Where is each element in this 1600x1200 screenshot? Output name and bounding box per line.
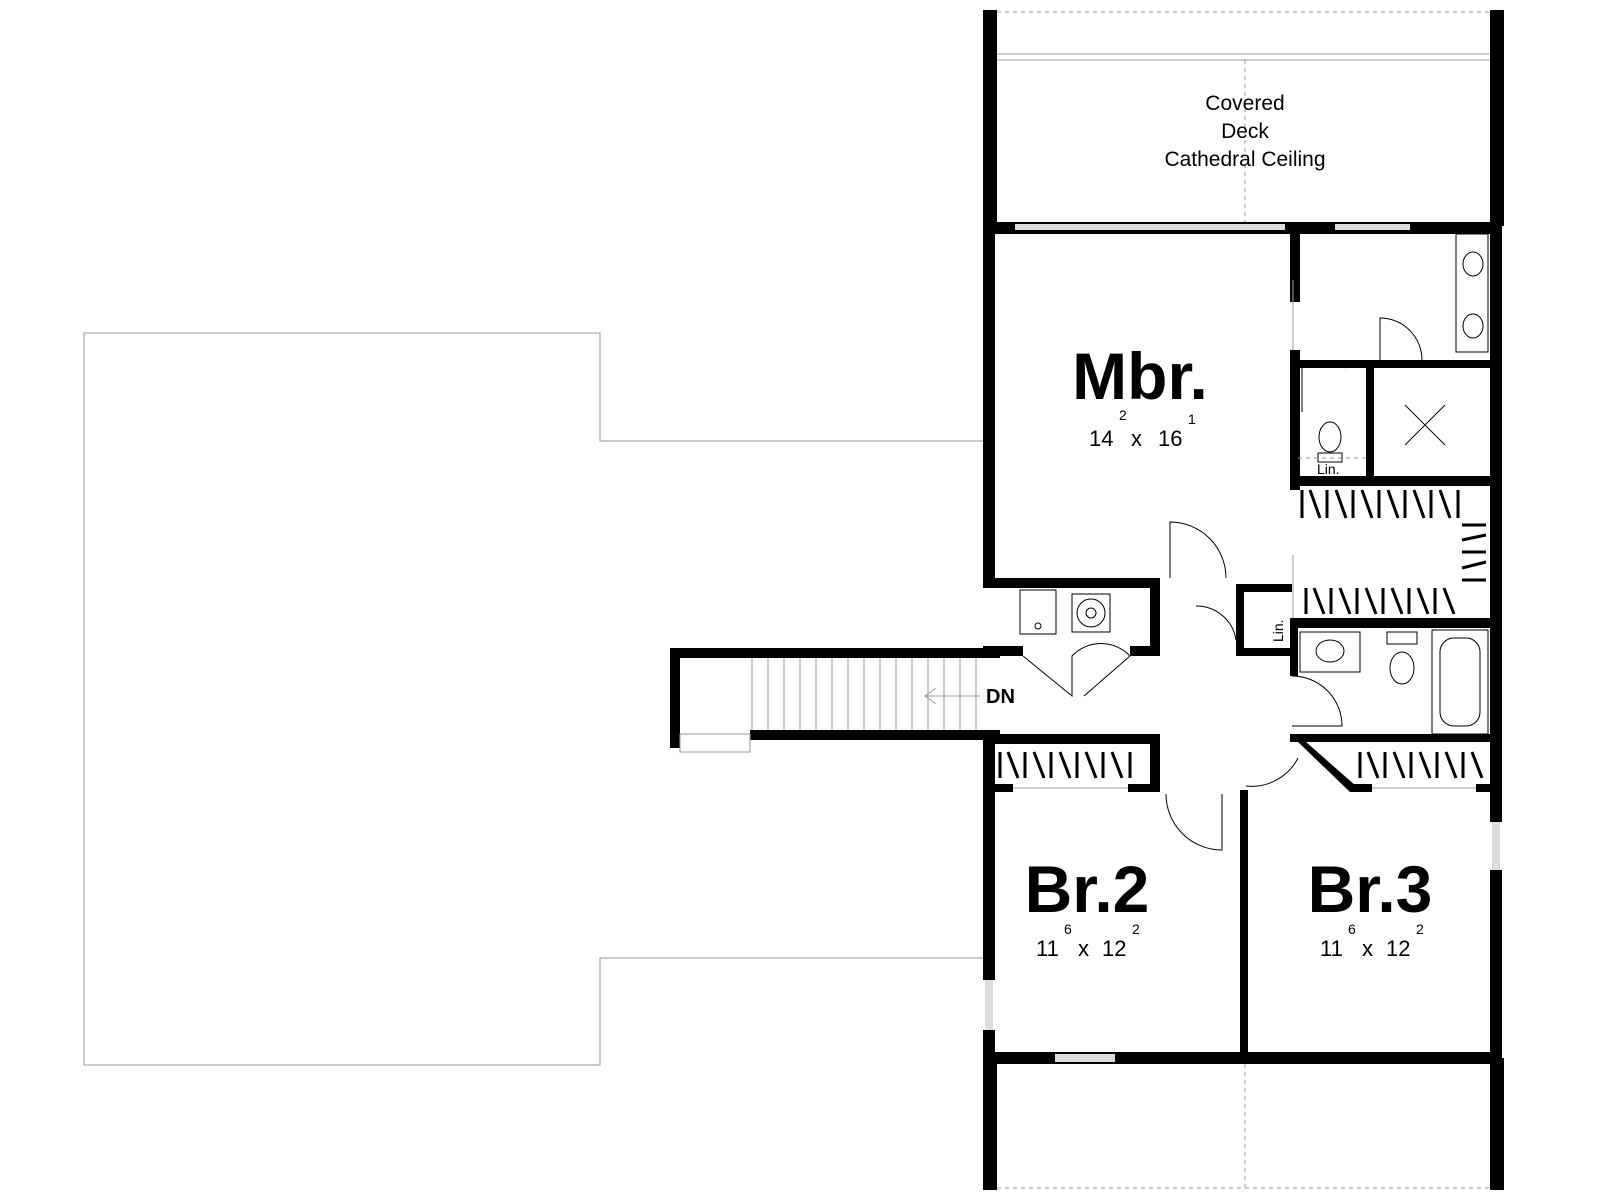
south-window	[1055, 1054, 1115, 1062]
br3-x: x	[1362, 936, 1373, 961]
mbr-closet-bottom-wall	[1290, 618, 1490, 628]
br3-name: Br.3	[1308, 852, 1433, 926]
br3-closet-bottom-l	[1350, 784, 1372, 792]
sink-icon	[1462, 251, 1484, 277]
br2-closet-bottom-l	[983, 784, 1013, 792]
stair-wall-bottom	[750, 730, 1000, 740]
br3-width: 11	[1320, 936, 1343, 961]
br2-closet-right-wall	[1150, 734, 1160, 790]
br3-closet-bottom-r	[1476, 784, 1490, 792]
br2-closet-top-wall	[983, 734, 1158, 744]
sink-icon	[1462, 313, 1484, 339]
br2-closet-hangers	[998, 751, 1132, 779]
laundry-top-wall	[983, 578, 1158, 588]
hall-lin-wall	[1236, 584, 1244, 656]
br3-window	[1492, 822, 1500, 870]
br2-width-inches: 6	[1064, 921, 1072, 937]
shower-wall-v	[1366, 360, 1374, 480]
north-window	[1015, 224, 1285, 230]
east-wall-lower	[1490, 870, 1502, 1058]
lower-roof-outline	[83, 332, 985, 1066]
stair-wall-top	[670, 648, 1000, 658]
br2-width: 11	[1036, 936, 1059, 961]
dryer-drum-icon	[1076, 598, 1106, 628]
br2-length: 12	[1102, 936, 1126, 961]
deck-left-post	[983, 10, 997, 226]
br2-length-inches: 2	[1132, 921, 1140, 937]
mbr-width: 14	[1089, 426, 1113, 451]
mbr-bath-wall-v2	[1290, 350, 1300, 490]
br3-closet-angled-wall	[1298, 742, 1356, 792]
west-wall-mid	[983, 740, 995, 980]
hall-toilet-icon	[1389, 651, 1415, 685]
north-window-2	[1335, 224, 1410, 230]
laundry-bottom-wall-l	[983, 646, 1023, 656]
vanity-counter	[1455, 233, 1489, 353]
shower-drain-x2	[1404, 404, 1446, 446]
lin-bath-label: Lin.	[1317, 461, 1340, 477]
br2-closet-bottom-r	[1128, 784, 1160, 792]
washer-knob-icon	[1034, 622, 1042, 630]
stair-wall-left	[670, 648, 680, 748]
laundry-right-wall	[1150, 578, 1160, 656]
bath-door-swing	[1379, 317, 1423, 361]
hall-toilet-tank-icon	[1386, 631, 1418, 645]
mbr-x: x	[1131, 426, 1142, 451]
hall-door-swing	[1195, 605, 1237, 641]
br3-length-inches: 2	[1416, 921, 1424, 937]
west-wall-lower	[983, 1030, 995, 1058]
br2-x: x	[1078, 936, 1089, 961]
wc-wall	[1290, 360, 1340, 368]
mbr-width-inches: 2	[1119, 407, 1127, 423]
deck-label-line3: Cathedral Ceiling	[1164, 148, 1325, 171]
stair-dn-label: DN	[986, 686, 1015, 708]
br3-closet-top-wall	[1300, 734, 1490, 742]
laundry-bottom-wall-r	[1130, 646, 1160, 656]
hall-lin-wall-bot	[1236, 648, 1290, 656]
mbr-bath-wall-v	[1290, 232, 1300, 302]
mbr-closet-wall	[1290, 476, 1490, 486]
hall-lin-wall-top	[1236, 584, 1292, 592]
br2-window	[985, 980, 993, 1030]
br3-length: 12	[1386, 936, 1410, 961]
bathtub-inner	[1439, 637, 1481, 727]
laundry-door-swing	[1022, 643, 1131, 698]
stair-arrow-head	[924, 687, 937, 705]
mbr-bath-wall-h	[1290, 360, 1490, 368]
mbr-closet-hangers-2	[1304, 587, 1456, 615]
rear-left-post	[983, 1058, 997, 1190]
washer-icon	[1019, 589, 1057, 635]
mbr-length: 16	[1158, 426, 1182, 451]
hall-vanity	[1299, 631, 1361, 673]
hall-bath-door-swing	[1291, 675, 1343, 727]
deck-right-post	[1490, 10, 1504, 226]
toilet-icon	[1318, 421, 1342, 453]
br3-closet-hangers	[1358, 751, 1484, 779]
br3-width-inches: 6	[1348, 921, 1356, 937]
deck-label-line2: Deck	[1221, 120, 1269, 143]
mbr-closet-hangers	[1300, 489, 1487, 582]
wc-door-swing	[1301, 361, 1347, 412]
west-wall-upper	[983, 222, 995, 584]
dryer-drum-inner-icon	[1085, 607, 1097, 619]
mbr-door-swing	[1169, 521, 1227, 579]
hall-bath-wall-left	[1290, 628, 1298, 676]
bedroom-divider-wall	[1240, 790, 1248, 1058]
mbr-name: Mbr.	[1072, 339, 1208, 413]
br2-name: Br.2	[1025, 852, 1150, 926]
dryer-icon	[1071, 593, 1111, 633]
hall-sink-icon	[1315, 639, 1345, 663]
lin-hall-label: Lin.	[1270, 619, 1286, 642]
east-wall-upper	[1490, 222, 1502, 822]
mbr-length-inches: 1	[1188, 411, 1196, 427]
br3-door-swing	[1245, 757, 1299, 787]
stair-treads	[751, 658, 977, 730]
rear-right-post	[1490, 1058, 1504, 1190]
stair-landing	[679, 733, 751, 753]
br2-door-swing	[1165, 793, 1223, 851]
deck-label-line1: Covered	[1205, 92, 1284, 115]
